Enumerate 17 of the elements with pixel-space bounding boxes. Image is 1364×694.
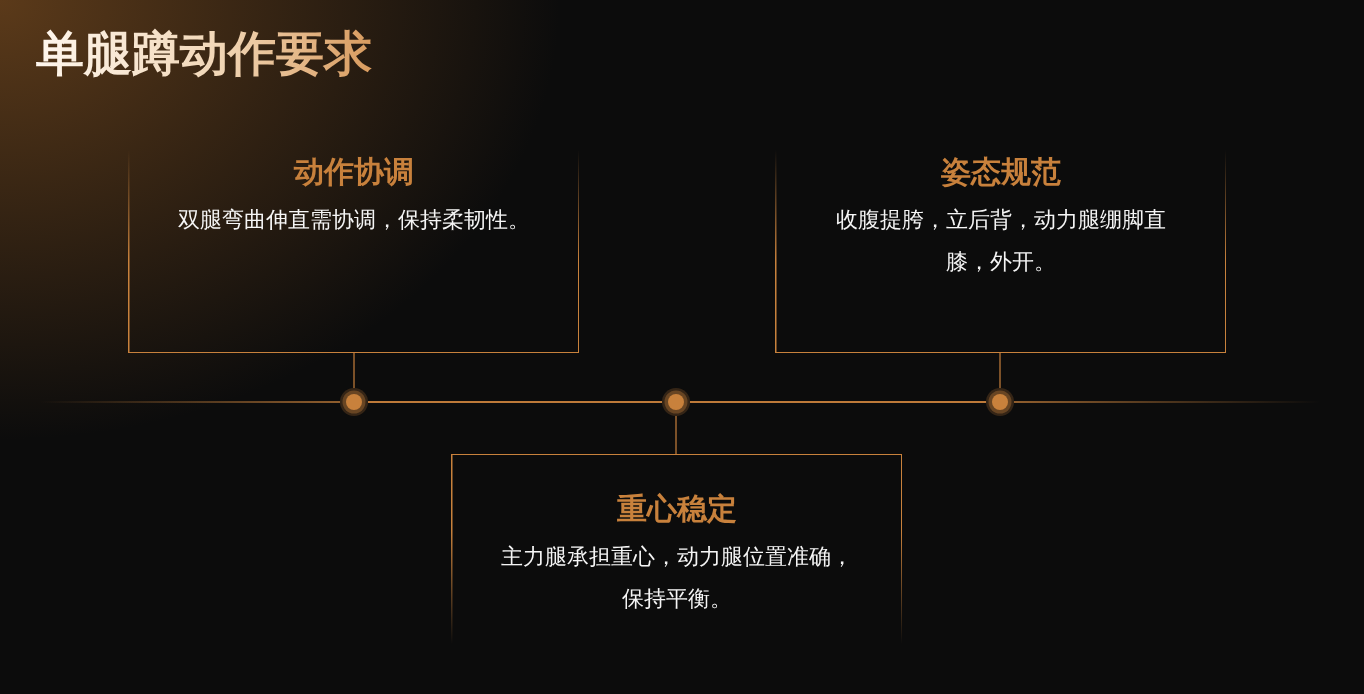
- connector-line: [999, 352, 1001, 389]
- card-text: 收腹提胯，立后背，动力腿绷脚直膝，外开。: [834, 206, 1167, 276]
- card-heading: 重心稳定: [616, 490, 737, 528]
- card-heading: 姿态规范: [940, 153, 1061, 191]
- connector-line: [353, 352, 355, 389]
- timeline-dot: [986, 388, 1014, 416]
- text-card: [775, 150, 1226, 353]
- card-text: 双腿弯曲伸直需协调，保持柔韧性。: [177, 206, 530, 234]
- connector-line: [675, 415, 677, 455]
- timeline-line: [689, 401, 987, 403]
- card-heading: 动作协调: [293, 153, 414, 191]
- timeline-line: [367, 401, 663, 403]
- text-card: [451, 454, 902, 644]
- text-card: [128, 150, 579, 353]
- timeline-dot: [340, 388, 368, 416]
- timeline-dot: [662, 388, 690, 416]
- card-text: 主力腿承担重心，动力腿位置准确，保持平衡。: [499, 543, 854, 613]
